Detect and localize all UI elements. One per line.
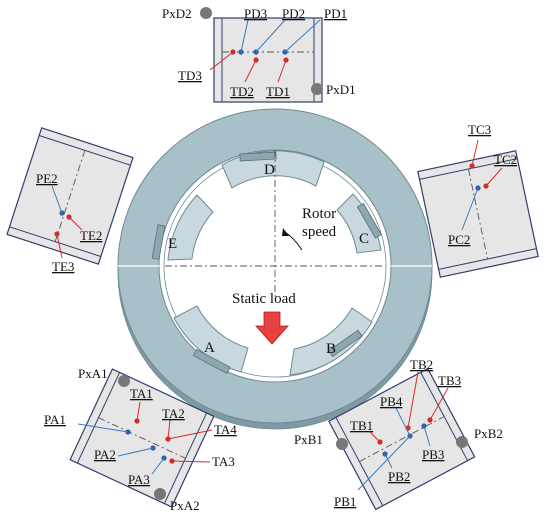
pads [151,150,383,376]
label-PB2: PB2 [388,469,410,484]
lead-PD1 [284,19,321,53]
rotor-speed-arrowhead-icon [282,228,289,236]
label-TB1: TB1 [350,418,373,433]
lead-TA4 [167,429,213,440]
lead-TD3 [209,51,234,71]
lead-PB2 [384,453,393,469]
label-PE2: PE2 [36,171,58,186]
label-TE3: TE3 [52,259,74,274]
sensor-TD2-dot [253,57,259,63]
pad-A-sensor-strip [192,348,231,374]
static-load-label: Static load [232,291,296,307]
bearing-label-D: D [264,162,275,178]
lead-TA3 [171,460,211,463]
rotor-speed-label-line2: speed [302,224,337,240]
lead-PB4 [395,407,411,437]
label-TB3: TB3 [438,373,461,388]
label-TA3: TA3 [212,454,235,469]
sensor-block-B: TB2 TB3 PB4 TB1 PxB1 PxB2 PB3 PB2 PB1 [294,357,503,511]
lead-TE2 [68,216,83,231]
label-TA2: TA2 [162,406,185,421]
rotor-speed-label-line1: Rotor [302,206,336,222]
lead-TE3 [56,233,63,259]
label-PB3: PB3 [422,447,444,462]
lead-PE2 [51,185,63,214]
label-TD2: TD2 [230,84,254,99]
pad-E-sensor-strip [151,224,166,260]
sensor-block-E: PE2 TE2 TE3 [6,127,134,274]
block-B-axis [359,416,445,462]
block-B-edge-left [335,417,384,506]
sensor-block-C: TC3 TC2 PC2 [417,122,539,278]
label-TD3: TD3 [178,68,202,83]
bearing-housing [117,108,433,430]
label-PxB1: PxB1 [294,432,323,447]
label-TA4: TA4 [214,422,237,437]
pad-C-sensor-strip [356,202,383,239]
lead-TB2 [407,371,419,429]
probe-PxA2 [154,488,166,500]
lead-TC3 [471,139,479,167]
label-PxD2: PxD2 [162,6,192,21]
pad-B [289,307,373,376]
label-TD1: TD1 [266,84,290,99]
lead-TB1 [369,431,381,443]
lead-TC2 [485,167,503,187]
lead-PC2 [461,187,479,231]
lead-TB3 [429,387,449,421]
lead-TA1 [136,401,141,422]
label-PA2: PA2 [94,447,116,462]
lead-PA3 [151,457,165,475]
label-TC3: TC3 [468,122,491,137]
label-PD2: PD2 [282,6,305,21]
probe-PxD2 [200,7,212,19]
block-E-axis [54,150,86,242]
bearing-label-E: E [168,236,177,252]
bearing-label-C: C [359,231,369,247]
block-C-axis [467,168,489,260]
label-PxD1: PxD1 [326,82,356,97]
sensor-block-D: PxD2 PxD1 PD3 PD2 PD1 TD3 TD2 TD1 [162,6,356,103]
label-PxB2: PxB2 [474,426,503,441]
lead-TD1 [277,59,287,83]
bearing-label-B: B [326,341,336,357]
probe-PxA1 [118,375,130,387]
lead-PD2 [255,19,286,53]
probe-PxD1 [311,83,323,95]
lead-PB1 [357,435,411,491]
label-TB2: TB2 [410,357,433,372]
static-load-arrow-icon [255,311,289,345]
pad-A [173,305,249,373]
lead-PA2 [117,447,154,457]
block-D-panel [213,17,323,103]
lead-PA1 [77,423,129,433]
lead-TA2 [167,419,171,440]
label-PA1: PA1 [44,412,66,427]
pad-E [167,194,214,261]
label-TE2: TE2 [80,228,102,243]
sensor-block-A: PxA1 PxA2 TA1 TA2 TA4 TA3 PA1 PA2 PA3 [44,366,237,513]
lead-TD2 [244,59,257,83]
probe-PxB1 [336,438,348,450]
label-PB1: PB1 [334,494,356,509]
label-PxA2: PxA2 [170,498,200,513]
block-A-axis [98,417,186,459]
label-TC2: TC2 [494,152,517,167]
label-PC2: PC2 [448,232,470,247]
label-PD1: PD1 [324,6,347,21]
pad-D-sensor-strip [239,151,277,162]
label-PB4: PB4 [380,394,403,409]
pad-B-sensor-strip [327,329,363,358]
lead-PD3 [240,19,249,53]
bearing-label-A: A [204,340,215,356]
label-PxA1: PxA1 [78,366,108,381]
label-PA3: PA3 [128,472,150,487]
probe-PxB2 [456,436,468,448]
lead-PB3 [423,425,431,447]
label-TA1: TA1 [130,386,153,401]
label-PD3: PD3 [244,6,267,21]
